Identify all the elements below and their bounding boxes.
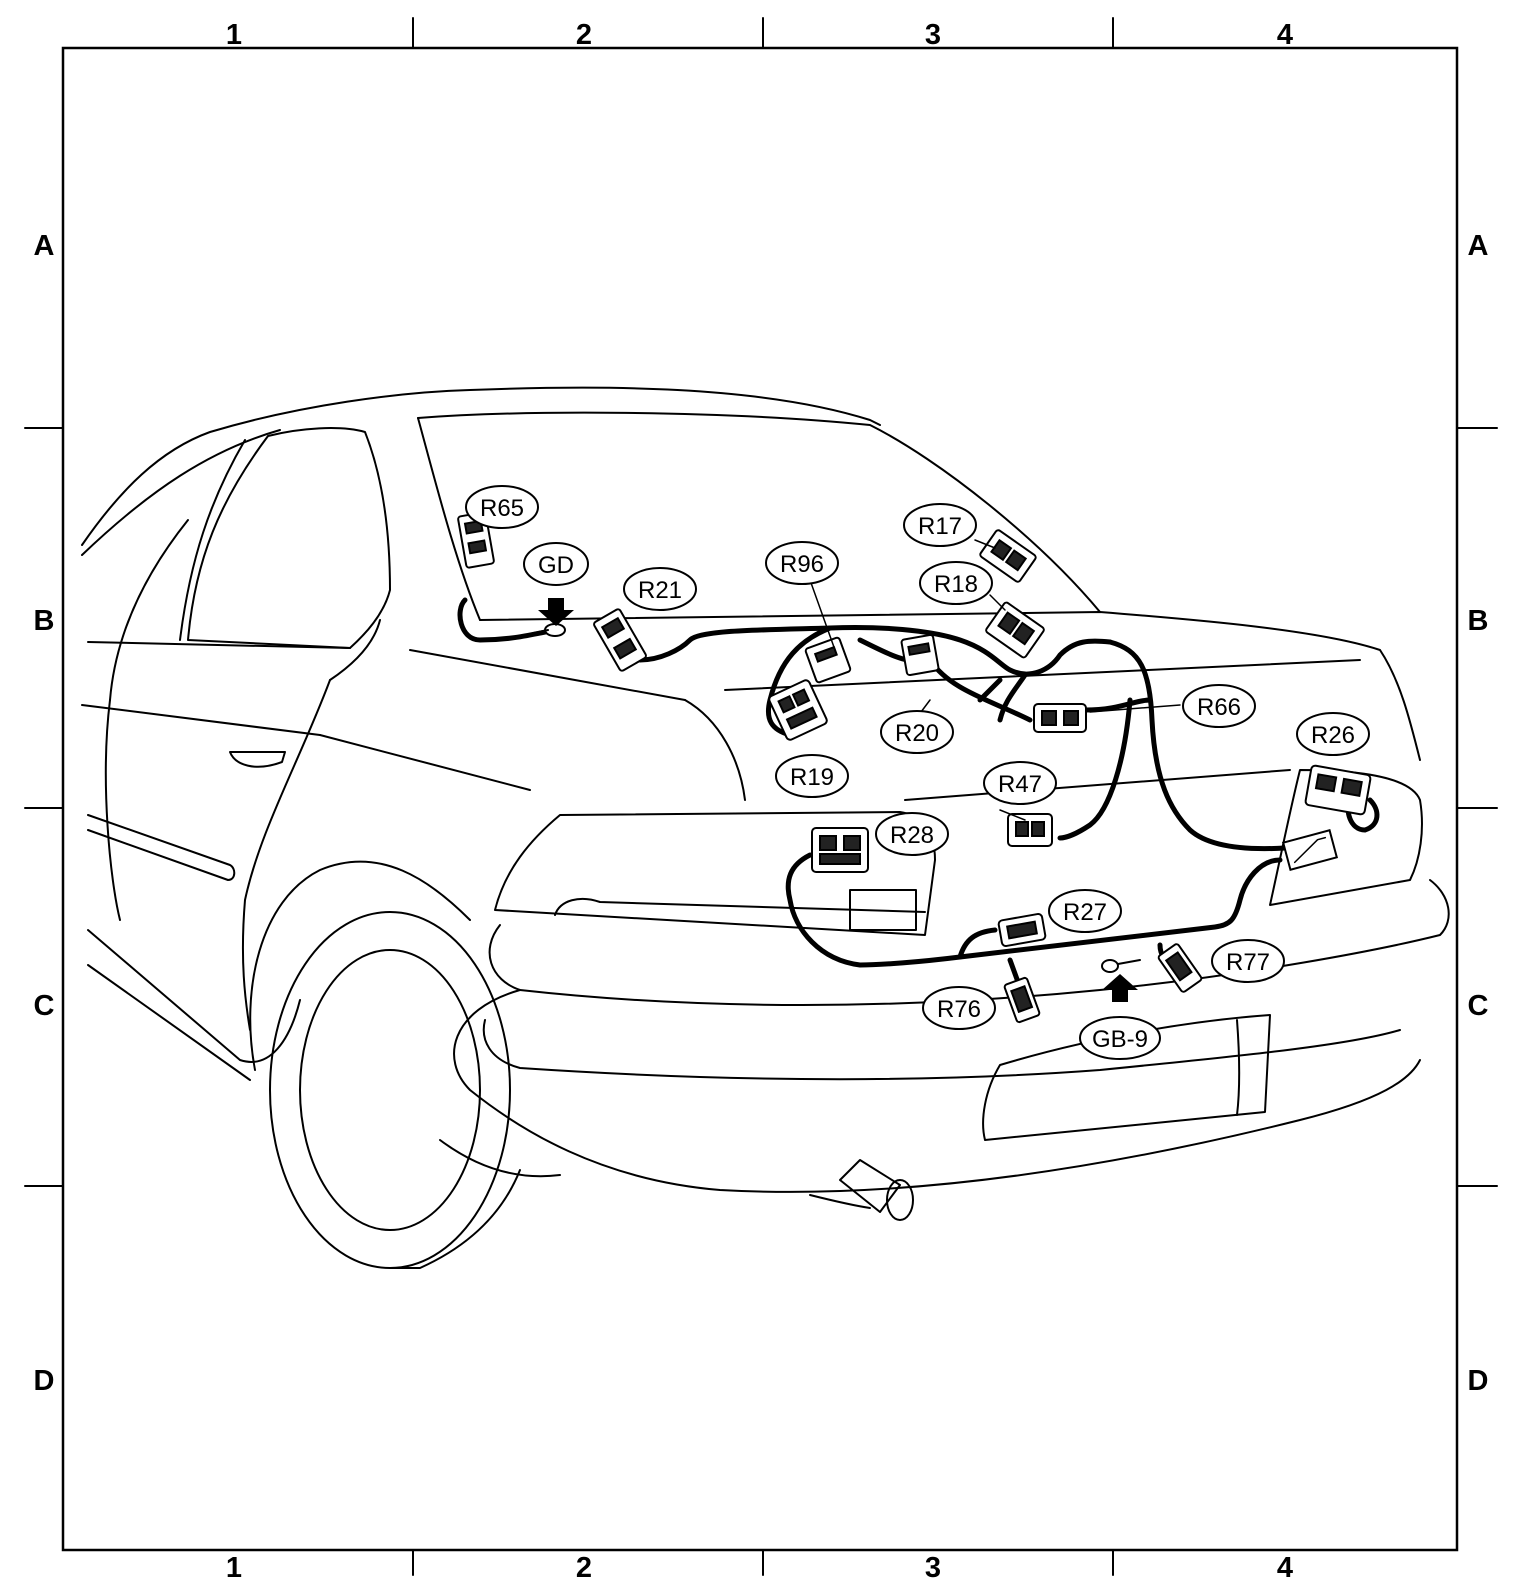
grid-col-4-top: 4 (1277, 19, 1293, 51)
connector-bodies (457, 511, 1372, 1024)
callout-r27: R27 (1048, 889, 1122, 933)
callout-label-r26: R26 (1311, 722, 1355, 749)
callout-r21: R21 (623, 567, 697, 611)
callout-r77: R77 (1211, 939, 1285, 983)
lamp-socket-right (1281, 829, 1339, 871)
callout-r28: R28 (875, 812, 949, 856)
connector-r47-body (1007, 813, 1053, 847)
connector-r26-body (1304, 764, 1372, 816)
grid-ticks (24, 17, 1498, 1576)
callout-label-r17: R17 (918, 513, 962, 540)
callout-gb9: GB-9 (1079, 1016, 1161, 1060)
connector-r76-body (1003, 976, 1041, 1024)
callout-label-r76: R76 (937, 996, 981, 1023)
callout-r20: R20 (880, 710, 954, 754)
connector-r17-body (979, 529, 1037, 583)
connector-r96-body (804, 636, 852, 684)
grid-row-a-right: A (1468, 230, 1489, 262)
car-line-art (81, 386, 1450, 1269)
callout-r17: R17 (903, 503, 977, 547)
callout-r96: R96 (765, 541, 839, 585)
grid-row-b-left: B (34, 605, 55, 637)
connector-r19-body (768, 679, 828, 741)
connector-r77-body (1157, 943, 1203, 993)
connector-r28-body (811, 827, 869, 873)
callout-label-gb9: GB-9 (1092, 1026, 1148, 1053)
connector-r21-body (593, 608, 647, 672)
connector-r27-body (997, 913, 1047, 947)
callout-r65: R65 (465, 485, 539, 529)
grid-col-1-top: 1 (226, 19, 242, 51)
arrow-up-icon (1102, 974, 1138, 1002)
grid-row-d-left: D (34, 1365, 55, 1397)
callout-r26: R26 (1296, 712, 1370, 756)
connector-r18-body (985, 601, 1045, 659)
callout-r66: R66 (1182, 684, 1256, 728)
callout-label-r27: R27 (1063, 899, 1107, 926)
callout-label-r19: R19 (790, 764, 834, 791)
callout-r19: R19 (775, 754, 849, 798)
grid-row-d-right: D (1468, 1365, 1489, 1397)
callout-label-r21: R21 (638, 577, 682, 604)
callout-r47: R47 (983, 761, 1057, 805)
callout-label-r65: R65 (480, 495, 524, 522)
grid-row-c-left: C (34, 990, 55, 1022)
grid-col-3-bottom: 3 (925, 1552, 941, 1578)
grid-row-a-left: A (34, 230, 55, 262)
callout-label-r77: R77 (1226, 949, 1270, 976)
grid-col-3-top: 3 (925, 19, 941, 51)
grid-col-2-top: 2 (576, 19, 592, 51)
callout-label-r47: R47 (998, 771, 1042, 798)
callout-gd: GD (523, 542, 589, 586)
arrow-down-icon (538, 598, 574, 626)
grid-col-4-bottom: 4 (1277, 1552, 1293, 1578)
callout-label-gd: GD (538, 552, 574, 579)
callout-r76: R76 (922, 986, 996, 1030)
callout-label-r66: R66 (1197, 694, 1241, 721)
connector-r20-body (900, 633, 940, 677)
callout-label-r96: R96 (780, 551, 824, 578)
grid-col-1-bottom: 1 (226, 1552, 242, 1578)
grid-col-2-bottom: 2 (576, 1552, 592, 1578)
ground-terminal-gb9 (1101, 959, 1141, 973)
callout-label-r18: R18 (934, 571, 978, 598)
callout-r18: R18 (919, 561, 993, 605)
grid-row-c-right: C (1468, 990, 1489, 1022)
diagram-frame (61, 46, 1459, 1552)
connector-r66-body (1033, 703, 1087, 733)
callout-label-r28: R28 (890, 822, 934, 849)
grid-row-b-right: B (1468, 605, 1489, 637)
callout-label-r20: R20 (895, 720, 939, 747)
